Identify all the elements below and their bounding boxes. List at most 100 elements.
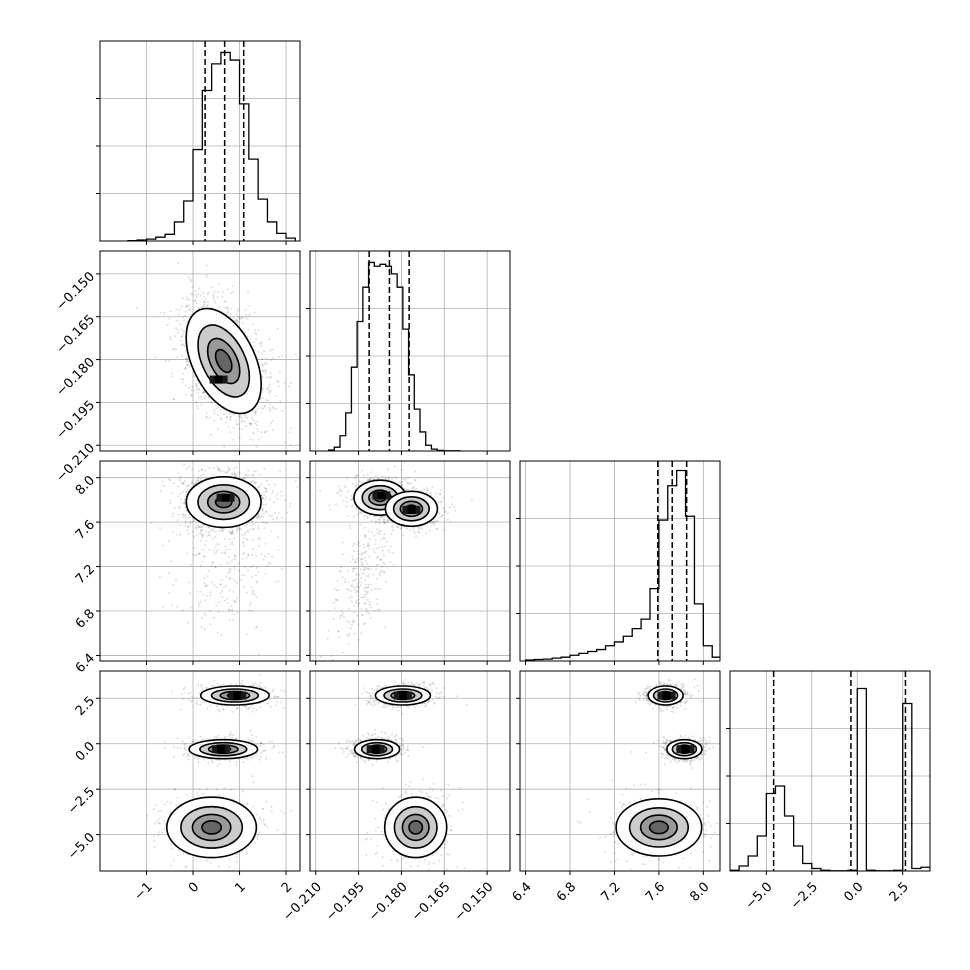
scatter-point — [201, 526, 203, 529]
scatter-point — [267, 387, 270, 390]
scatter-point — [336, 668, 338, 670]
scatter-point — [442, 507, 445, 509]
scatter-point — [162, 544, 164, 547]
scatter-point — [210, 581, 213, 584]
scatter-point — [348, 596, 351, 599]
scatter-point — [190, 280, 193, 283]
scatter-point — [215, 407, 218, 410]
scatter-point — [418, 528, 420, 531]
scatter-point — [206, 300, 209, 303]
scatter-point — [441, 513, 444, 516]
scatter-point — [260, 411, 263, 414]
y-tick-label: −0.180 — [53, 355, 98, 400]
scatter-point — [402, 534, 405, 537]
scatter-point — [383, 521, 386, 524]
scatter-point — [338, 485, 341, 488]
scatter-point — [366, 611, 369, 614]
scatter-point — [168, 592, 171, 595]
scatter-point — [239, 415, 242, 417]
scatter-point — [379, 559, 382, 561]
scatter-point — [353, 579, 356, 582]
scatter-point — [228, 562, 231, 564]
scatter-point — [265, 357, 268, 360]
scatter-point — [352, 620, 355, 623]
scatter-point — [246, 317, 249, 320]
scatter-point — [229, 543, 232, 546]
scatter-point — [211, 561, 214, 564]
scatter-point — [180, 693, 183, 696]
scatter-point — [213, 419, 216, 422]
scatter-point — [274, 512, 277, 514]
scatter-point — [227, 555, 230, 558]
scatter-point — [190, 393, 193, 396]
scatter-point — [217, 467, 220, 470]
scatter-point — [270, 376, 272, 379]
scatter-point — [271, 420, 274, 423]
scatter-point — [184, 514, 187, 516]
scatter-point — [196, 407, 199, 410]
scatter-point — [268, 514, 271, 517]
scatter-point — [376, 603, 378, 606]
scatter-point — [243, 586, 245, 589]
scatter-point — [252, 479, 255, 482]
scatter-point — [355, 599, 358, 602]
scatter-point — [191, 385, 194, 388]
scatter-point — [192, 553, 194, 556]
scatter-point — [251, 554, 254, 557]
scatter-point — [387, 478, 390, 481]
scatter-point — [224, 300, 227, 303]
scatter-point — [263, 350, 266, 353]
scatter-point — [258, 485, 261, 488]
scatter-point — [351, 498, 354, 500]
scatter-point — [379, 571, 382, 574]
scatter-point — [415, 488, 418, 491]
scatter-point — [194, 382, 197, 385]
scatter-point — [242, 540, 245, 543]
scatter-point — [242, 477, 245, 480]
scatter-point — [268, 390, 271, 393]
scatter-point — [231, 473, 234, 475]
scatter-point — [199, 477, 202, 480]
scatter-point — [197, 552, 200, 555]
scatter-point — [442, 496, 445, 499]
scatter-point — [264, 372, 267, 375]
scatter-point — [196, 404, 199, 407]
scatter-point — [170, 604, 173, 607]
scatter-point — [243, 414, 246, 416]
scatter-point — [257, 515, 260, 518]
scatter-point — [172, 348, 174, 351]
scatter-point — [199, 525, 202, 528]
scatter-point — [226, 471, 229, 474]
scatter-point — [395, 525, 398, 528]
scatter-point — [271, 406, 274, 408]
scatter-point — [352, 611, 355, 614]
scatter-point — [275, 407, 277, 410]
scatter-point — [184, 495, 186, 498]
scatter-point — [210, 527, 213, 530]
scatter-point — [220, 551, 223, 554]
scatter-point — [345, 588, 348, 591]
scatter-point — [184, 314, 187, 317]
scatter-point — [289, 502, 292, 505]
scatter-point — [265, 496, 268, 499]
y-tick-label: −0.150 — [53, 269, 98, 314]
scatter-point — [187, 581, 190, 584]
scatter-point — [192, 530, 195, 533]
scatter-point — [268, 338, 271, 340]
scatter-point — [227, 307, 229, 310]
scatter-point — [355, 585, 358, 588]
scatter-point — [245, 473, 248, 476]
scatter-point — [247, 553, 250, 556]
scatter-point — [204, 599, 207, 602]
scatter-point — [350, 495, 353, 497]
scatter-point — [240, 682, 243, 685]
scatter-point — [345, 496, 348, 499]
scatter-point — [216, 296, 219, 299]
scatter-point — [206, 707, 209, 710]
scatter-point — [179, 498, 182, 501]
scatter-point — [255, 708, 258, 711]
scatter-point — [366, 562, 369, 565]
scatter-point — [264, 686, 267, 689]
